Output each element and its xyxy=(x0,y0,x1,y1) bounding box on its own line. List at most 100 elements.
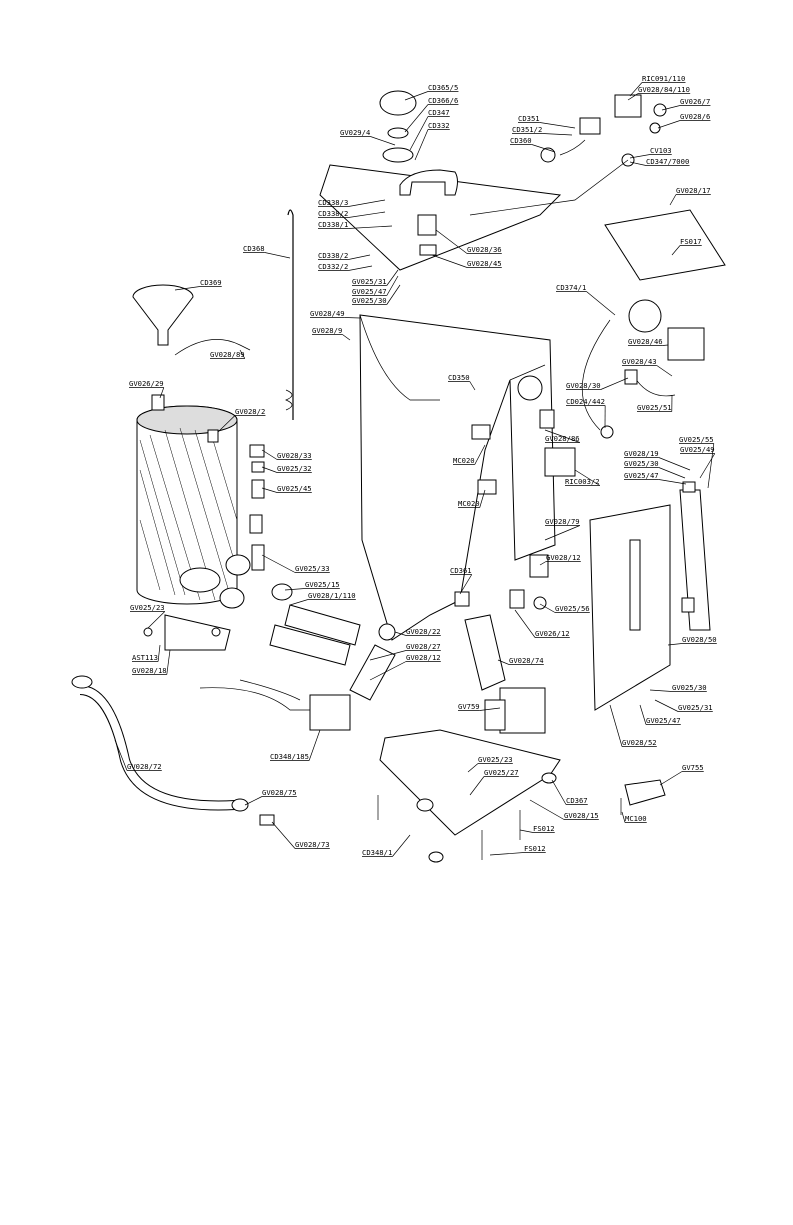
leader-line xyxy=(539,561,547,566)
part-label: MC100 xyxy=(625,814,647,823)
leader-line xyxy=(544,525,580,541)
leader-line xyxy=(284,588,306,591)
leader-line xyxy=(529,799,565,820)
leader-line xyxy=(344,317,361,319)
leader-line xyxy=(348,225,393,229)
leader-line xyxy=(414,129,429,161)
leader-line xyxy=(657,120,681,129)
part-label: GV025/55 xyxy=(679,435,714,444)
part-label: GV026/12 xyxy=(535,629,570,638)
leader-line xyxy=(671,245,681,256)
part-label: CD338/2 xyxy=(318,209,348,218)
part-label: GV025/33 xyxy=(295,564,330,573)
leader-line xyxy=(574,469,600,486)
part-label: GV026/29 xyxy=(129,379,164,388)
part-label: CV103 xyxy=(650,146,672,155)
part-label: GV028/18 xyxy=(132,666,167,675)
leader-line xyxy=(669,194,677,206)
part-label: MC020 xyxy=(458,499,480,508)
leader-line xyxy=(629,82,643,97)
part-label: FS012 xyxy=(524,844,546,853)
leader-line xyxy=(586,291,616,316)
leader-line xyxy=(217,415,236,433)
part-label: GV025/47 xyxy=(352,287,387,296)
leader-line xyxy=(659,771,683,786)
part-label: GV028/43 xyxy=(622,357,657,366)
part-label: GV028/45 xyxy=(467,259,502,268)
leader-line xyxy=(394,631,407,636)
part-labels: CD365/5CD366/6CD347CD332GV029/4RIC091/11… xyxy=(114,74,717,857)
part-label: GV028/6 xyxy=(680,112,710,121)
part-label: GV028/89 xyxy=(210,350,245,359)
part-label: GV025/30 xyxy=(672,683,707,692)
leader-line xyxy=(629,154,651,159)
leader-line xyxy=(261,554,296,573)
part-label: CD347/7000 xyxy=(646,157,689,166)
leader-line xyxy=(551,779,567,805)
part-label: GV025/49 xyxy=(680,445,715,454)
part-label: GV025/32 xyxy=(277,464,312,473)
leader-line xyxy=(386,284,401,305)
part-label: GV028/49 xyxy=(310,309,345,318)
leader-line xyxy=(114,739,128,771)
part-label: GV028/19 xyxy=(624,449,659,458)
part-label: GV028/73 xyxy=(295,840,330,849)
part-label: GV025/47 xyxy=(646,716,681,725)
part-label: GV025/23 xyxy=(130,603,165,612)
leader-line xyxy=(244,796,263,806)
part-label: GV028/33 xyxy=(277,451,312,460)
part-label: GV028/1/110 xyxy=(308,591,356,600)
part-label: GV028/30 xyxy=(566,381,601,390)
part-label: GV025/56 xyxy=(555,604,590,613)
part-label: CD347 xyxy=(428,108,450,117)
leader-line xyxy=(531,144,556,153)
leader-line xyxy=(699,453,716,479)
part-label: GV025/47 xyxy=(624,471,659,480)
leader-line xyxy=(656,365,673,377)
leader-line xyxy=(649,689,673,692)
part-label: GV025/27 xyxy=(484,768,519,777)
leader-line xyxy=(544,429,580,443)
part-label: GV029/4 xyxy=(340,128,370,137)
part-label: GV028/27 xyxy=(406,642,441,651)
leader-line xyxy=(654,699,679,712)
leader-line xyxy=(264,252,291,259)
part-label: CD360 xyxy=(510,136,532,145)
leader-line xyxy=(386,269,399,286)
leader-line xyxy=(166,649,171,675)
part-label: CD351/2 xyxy=(512,125,542,134)
leader-line xyxy=(308,729,321,761)
leader-line xyxy=(459,574,473,595)
part-label: GV028/72 xyxy=(127,762,162,771)
part-label: GV028/79 xyxy=(545,517,580,526)
leader-line xyxy=(289,599,309,606)
part-label: GV025/31 xyxy=(352,277,387,286)
parts-drawing xyxy=(71,90,726,863)
leader-line xyxy=(348,254,371,260)
part-label: CD365/5 xyxy=(428,83,458,92)
part-label: GV028/12 xyxy=(546,553,581,562)
leader-line xyxy=(261,466,278,473)
part-label: CD374/1 xyxy=(556,283,586,292)
leader-line xyxy=(469,381,476,391)
part-label: CD332 xyxy=(428,121,450,130)
leader-line xyxy=(467,763,479,773)
leader-line xyxy=(157,644,161,662)
leader-line xyxy=(489,852,525,856)
part-label: GV025/23 xyxy=(478,755,513,764)
leader-line xyxy=(514,609,536,638)
leader-line xyxy=(159,387,165,399)
part-label: CD332/2 xyxy=(318,262,348,271)
part-label: GV028/12 xyxy=(406,653,441,662)
leader-line xyxy=(370,136,396,146)
leader-line xyxy=(667,643,683,646)
part-label: GV028/86 xyxy=(545,434,580,443)
part-label: FS012 xyxy=(533,824,555,833)
part-label: GV025/30 xyxy=(352,296,387,305)
leader-line xyxy=(658,467,686,479)
part-label: GV025/30 xyxy=(624,459,659,468)
part-label: GV026/7 xyxy=(680,97,710,106)
leader-line xyxy=(174,286,201,291)
part-label: RIC091/110 xyxy=(642,74,685,83)
part-label: CD351 xyxy=(518,114,540,123)
